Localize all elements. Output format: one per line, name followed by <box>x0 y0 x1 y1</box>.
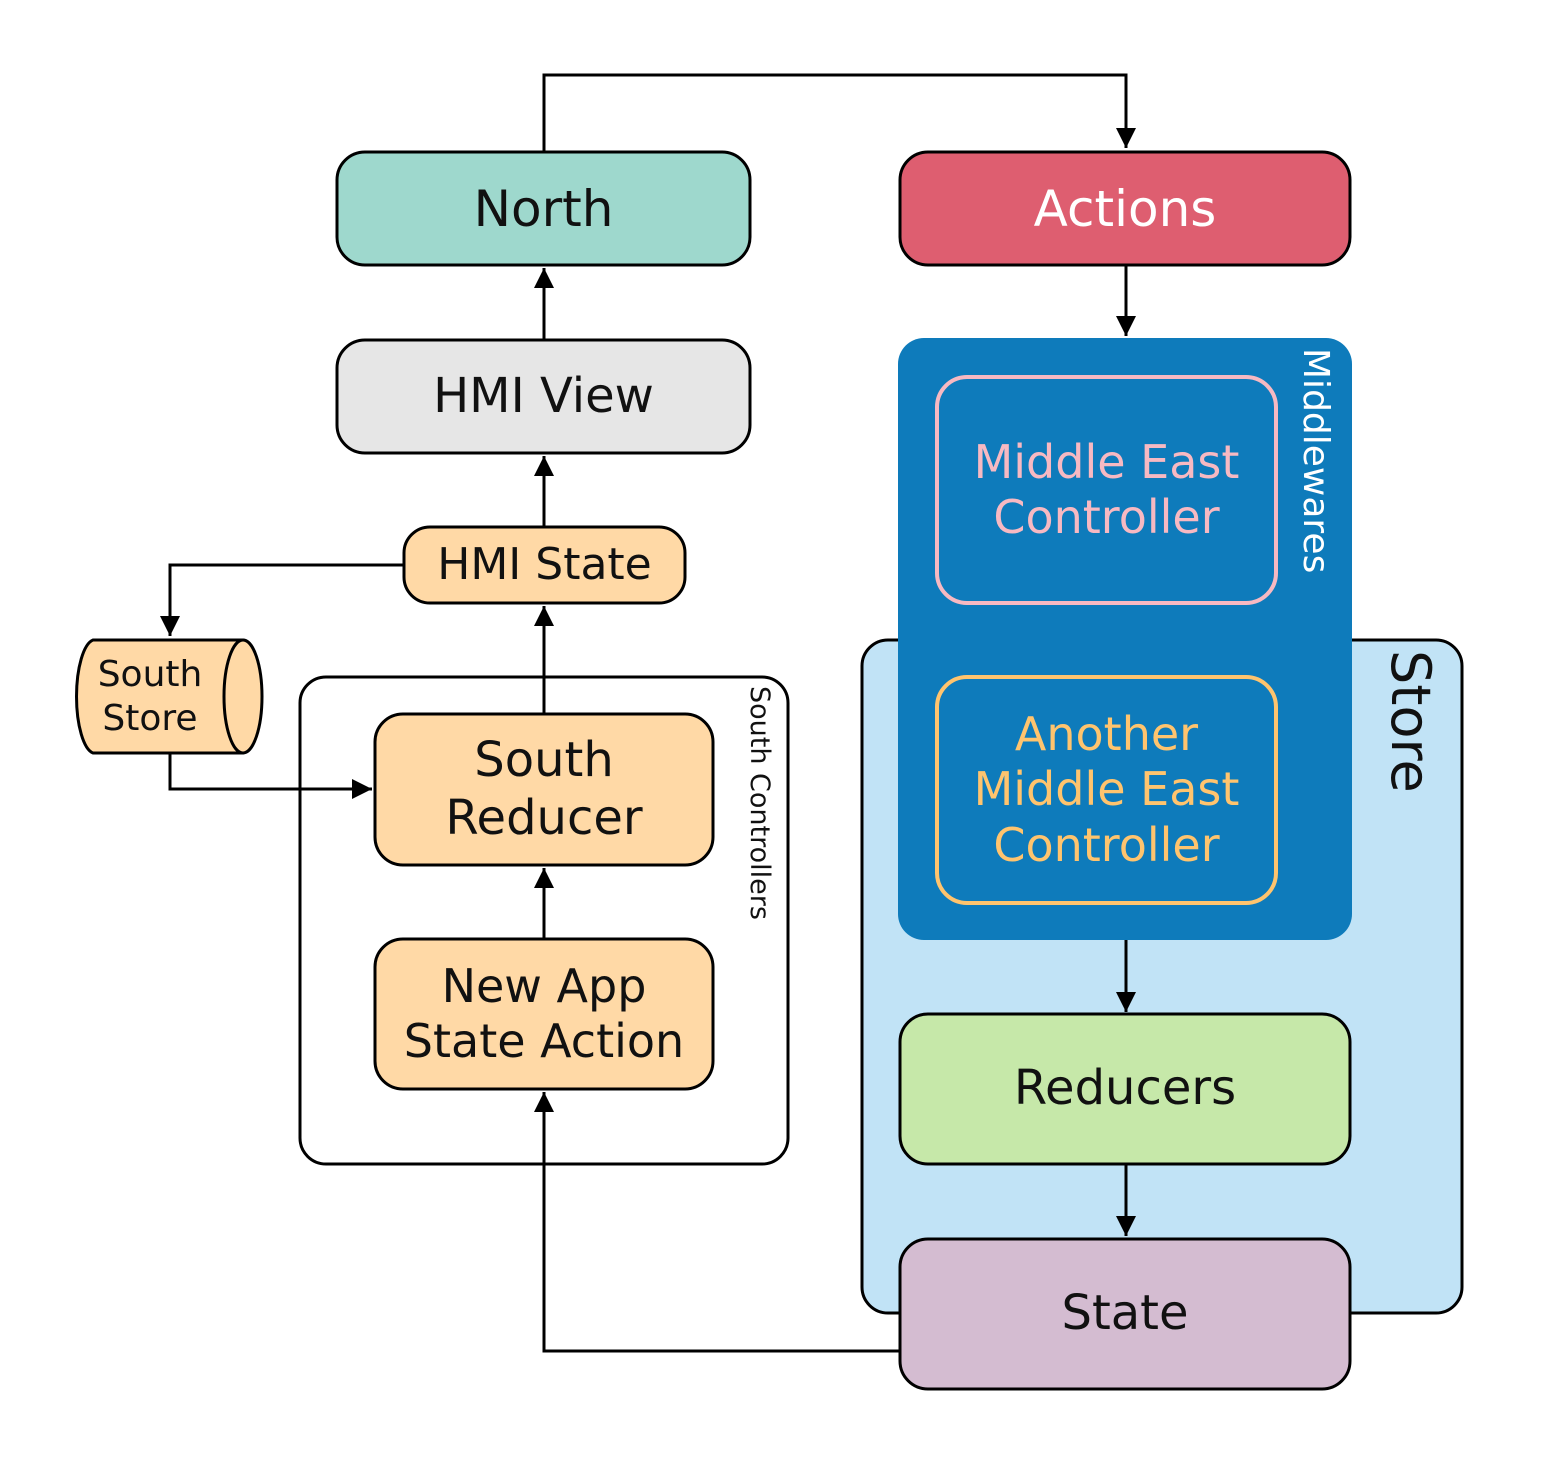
middlewares-group <box>898 338 1352 940</box>
hmi-view-label: HMI View <box>433 367 654 424</box>
edge-hmi-state-to-south-store <box>160 563 404 636</box>
reducers-label: Reducers <box>1013 1060 1237 1117</box>
reducers-node <box>898 1012 1352 1166</box>
new-app-state-action-node <box>373 937 715 1091</box>
edge-north-to-actions <box>542 73 1136 152</box>
hmi-state-label: HMI State <box>437 538 652 590</box>
north-node <box>335 150 752 267</box>
actions-node <box>898 150 1352 267</box>
edge-state-to-new-app-state <box>534 1092 900 1353</box>
another-middle-east-controller-node <box>935 675 1278 905</box>
state-node <box>898 1237 1352 1391</box>
south-controllers-label: South Controllers <box>744 686 775 920</box>
south-reducer-node <box>373 712 715 867</box>
new-app-state-action-label: New App State Action <box>403 958 685 1068</box>
state-label: State <box>1061 1285 1189 1342</box>
hmi-state-node <box>402 525 687 605</box>
hmi-view-node <box>335 338 752 455</box>
another-middle-east-controller-label: Another Middle East Controller <box>973 707 1240 872</box>
south-store-node <box>75 638 264 755</box>
south-store-label: South Store <box>97 654 203 739</box>
north-label: North <box>473 179 614 238</box>
south-reducer-label: South Reducer <box>445 731 643 846</box>
actions-label: Actions <box>1033 179 1217 238</box>
middlewares-label: Middlewares <box>1295 348 1336 574</box>
edge-south-store-to-south-reducer <box>168 753 372 799</box>
middle-east-controller-label: Middle East Controller <box>973 434 1240 544</box>
store-label: Store <box>1379 650 1442 793</box>
middle-east-controller-node <box>935 375 1278 605</box>
